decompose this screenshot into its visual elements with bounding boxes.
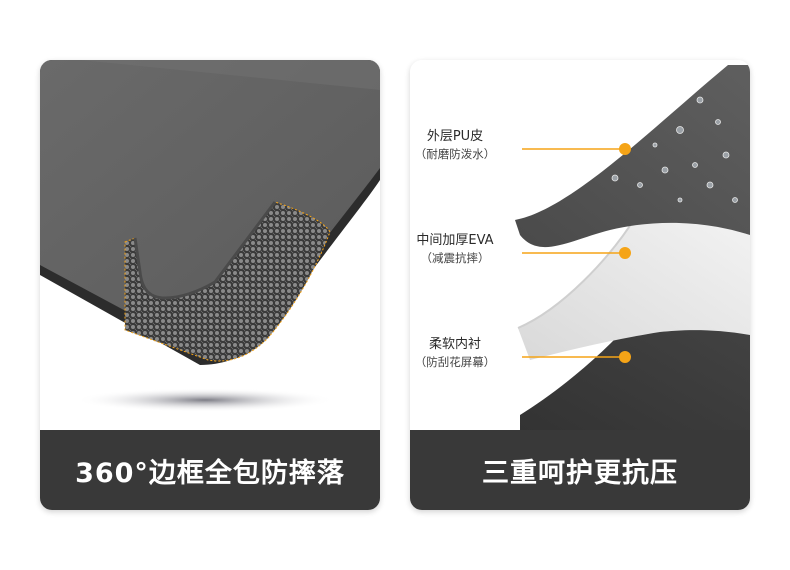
callout-eva-subtitle: （减震抗摔）	[420, 251, 490, 265]
caption-layers: 三重呵护更抗压	[410, 430, 750, 510]
callout-pu-subtitle: （耐磨防泼水）	[414, 147, 496, 161]
feature-card-bumper: 360°边框全包防摔落	[40, 60, 380, 510]
caption-bumper: 360°边框全包防摔落	[40, 430, 380, 510]
callout-lining-subtitle: （防刮花屏幕）	[414, 355, 496, 369]
callout-eva: 中间加厚EVA （减震抗摔）	[410, 232, 510, 267]
callout-pu: 外层PU皮 （耐磨防泼水）	[410, 128, 510, 163]
callout-lining-title: 柔软内衬	[428, 337, 481, 352]
case-corner-illustration	[40, 60, 380, 430]
layer-stack-illustration	[410, 60, 750, 430]
callout-eva-title: 中间加厚EVA	[416, 233, 494, 248]
callout-lining: 柔软内衬 （防刮花屏幕）	[410, 336, 510, 371]
feature-card-layers: 外层PU皮 （耐磨防泼水） 中间加厚EVA （减震抗摔） 柔软内衬 （防刮花屏幕…	[410, 60, 750, 510]
callout-pu-title: 外层PU皮	[426, 129, 484, 144]
callout-lines	[522, 143, 631, 363]
